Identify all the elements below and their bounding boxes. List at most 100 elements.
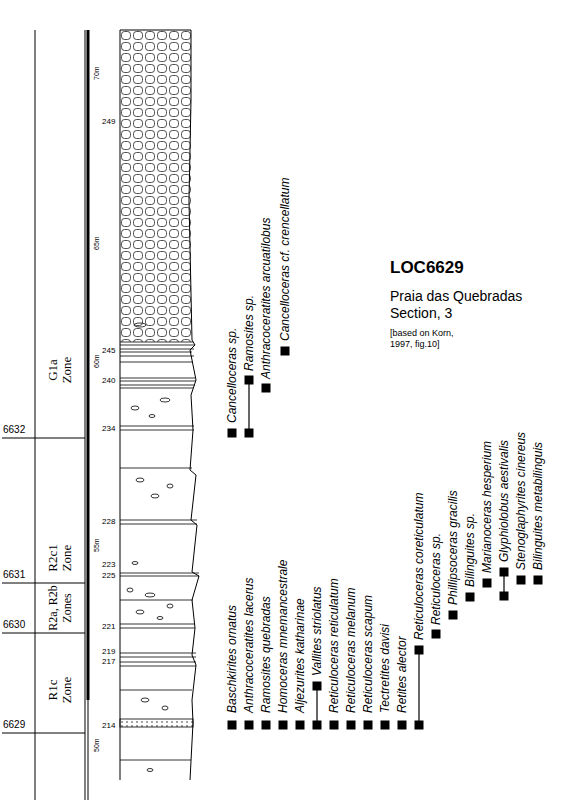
limestone-bed: [120, 719, 193, 727]
zone-band: G1a Zone: [35, 30, 85, 438]
occurrence-marker: [483, 579, 491, 587]
bed-number: 234: [102, 424, 115, 433]
occurrence-marker: [279, 721, 287, 729]
occurrence-marker: [245, 721, 253, 729]
zone-band: R2a, R2b Zones: [35, 583, 85, 633]
bed-number: 225: [102, 571, 115, 580]
occurrence-marker: [534, 576, 542, 584]
bed-line: [120, 624, 195, 625]
occurrence-marker: [296, 721, 304, 729]
metre-mark: 65m: [93, 236, 101, 250]
nodule: [141, 698, 149, 702]
bed-line: [120, 362, 193, 363]
locality-number: 6631: [3, 569, 25, 581]
bed-line: [120, 662, 196, 663]
zone-boundary: [2, 583, 85, 584]
scale-bar: [88, 700, 89, 800]
nodule: [160, 398, 170, 402]
occurrence-marker: [466, 593, 474, 601]
occurrence-marker: [262, 384, 270, 392]
column-edge: [120, 30, 121, 780]
locality-number: 6630: [3, 619, 25, 631]
bed-line: [120, 520, 197, 521]
taxon-name: Retites alector: [395, 636, 409, 713]
source-note: [based on Korn, 1997, fig.10]: [390, 328, 468, 350]
occurrence-marker: [398, 721, 406, 729]
zone-name: R1c Zone: [46, 670, 74, 710]
nodule: [131, 406, 139, 410]
taxon-name: Reticuloceras sp.: [429, 533, 443, 625]
nodule: [134, 323, 146, 327]
nodule: [136, 610, 144, 614]
taxon-name: Reticuloceras melanum: [344, 588, 358, 713]
bed-line: [120, 653, 196, 654]
occurrence-marker: [228, 429, 236, 437]
taxon-name: Cancelloceras cf. crencellatum: [278, 178, 292, 341]
nodule: [167, 484, 173, 488]
range-line: [316, 686, 317, 725]
bed-line: [120, 760, 191, 761]
bed-line: [120, 657, 196, 658]
taxon-name: Reticuloceras coreticulatum: [412, 493, 426, 640]
nodule: [145, 593, 155, 597]
nodule: [162, 706, 168, 710]
locality-number: 6629: [3, 719, 25, 731]
taxon-name: Aljezurites katharinae: [293, 598, 307, 713]
occurrence-markers: [228, 347, 542, 729]
bed-number: 217: [102, 657, 115, 666]
occurrence-marker: [364, 721, 372, 729]
zone-boundary: [2, 438, 85, 439]
taxon-name: Cancelloceras sp.: [225, 328, 239, 423]
bed-number: 223: [102, 560, 115, 569]
range-line: [248, 380, 249, 433]
zone-band: R2c1 Zone: [35, 438, 85, 583]
nodule: [151, 494, 159, 498]
taxon-name: Phillipsoceras gracilis: [446, 490, 460, 605]
occurrence-marker: [517, 576, 525, 584]
taxon-name: Baschkirites ornatus: [225, 605, 239, 713]
bed-number: 245: [102, 346, 115, 355]
weathering-profile: [189, 30, 199, 780]
bed-line: [120, 349, 194, 350]
range-line: [503, 572, 504, 596]
bed-line: [120, 690, 192, 691]
bed-line: [120, 381, 196, 382]
nodule: [149, 415, 155, 418]
section-name: Praia das Quebradas Section, 3: [390, 288, 540, 322]
bed-lines: [120, 342, 199, 760]
zone-boundary: [2, 633, 85, 634]
taxon-name: Vallites striolatus: [310, 586, 324, 676]
frame-line: [85, 30, 86, 800]
bed-line: [120, 426, 194, 427]
taxon-name: Anthracoceratites arcuatilobus: [259, 218, 273, 379]
bed-number: 228: [102, 517, 115, 526]
occurrence-marker: [432, 630, 440, 638]
taxon-name: Glyphiolobus aestivalis: [497, 440, 511, 562]
bed-line: [120, 468, 192, 469]
zone-band: R1c Zone: [35, 633, 85, 733]
locality-number: 6632: [3, 424, 25, 436]
scale-bar: [87, 30, 90, 700]
taxon-name: Homoceras mnemancestrale: [276, 560, 290, 713]
nodules: [127, 323, 173, 772]
metre-mark: 55m: [93, 538, 101, 552]
bed-line: [120, 356, 194, 357]
zone-name: G1a Zone: [46, 350, 74, 390]
taxon-name: Reticuloceras reticulatum: [327, 578, 341, 713]
nodule: [132, 562, 138, 565]
metre-mark: 70m: [93, 66, 101, 80]
taxon-name: Ramosites sp.: [242, 295, 256, 371]
bed-line: [120, 385, 195, 386]
diagram-title: LOC6629: [390, 258, 464, 278]
range-line: [418, 650, 419, 725]
bed-line: [120, 378, 195, 379]
nodule: [127, 588, 133, 592]
bed-line: [120, 352, 192, 353]
nodule: [167, 604, 173, 608]
bed-line: [120, 388, 193, 389]
bed-number: 219: [102, 647, 115, 656]
occurrence-marker: [262, 721, 270, 729]
column: [120, 30, 199, 780]
zone-boundary: [2, 733, 85, 734]
